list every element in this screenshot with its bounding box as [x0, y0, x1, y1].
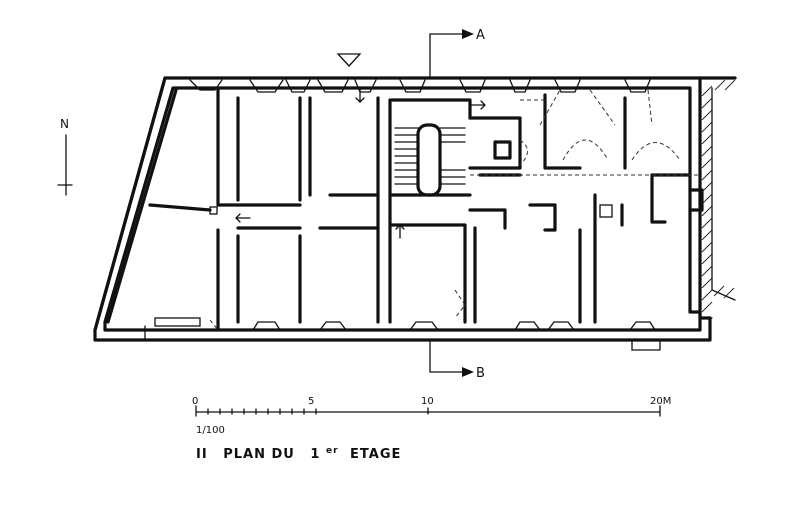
- title-numeral: II: [196, 447, 208, 462]
- party-wall-hatching: [698, 76, 737, 319]
- scale-tick-0: 0: [192, 396, 198, 407]
- window-bays: [154, 79, 661, 351]
- scale-ratio: 1/100: [196, 425, 225, 436]
- svg-text:II PLAN DU 1: II PLAN DU 1 er ETAGE: [196, 442, 401, 462]
- north-arrow: N: [57, 117, 73, 196]
- section-a-marker: A: [429, 28, 485, 79]
- scale-tick-5: 5: [308, 396, 314, 407]
- stair-treads: [394, 127, 466, 185]
- scale-tick-10: 10: [421, 396, 434, 407]
- section-b-label: B: [476, 366, 485, 381]
- scale-tick-20m: 20M: [650, 396, 671, 407]
- section-a-label: A: [476, 28, 485, 43]
- interior-arrows: [144, 87, 486, 341]
- section-b-marker: B: [429, 339, 485, 381]
- north-label: N: [60, 117, 69, 131]
- plan-title: II PLAN DU 1 er ETAGE: [196, 442, 401, 462]
- scale-bar: 0 5 10 20M 1/100: [192, 396, 671, 436]
- title-text: PLAN DU: [223, 447, 295, 462]
- interior-walls: [148, 86, 704, 332]
- title-ordinal-sup: er: [326, 446, 339, 456]
- title-ordinal-num: 1: [310, 447, 320, 462]
- entrance-triangle-marker: [336, 53, 362, 67]
- title-floor: ETAGE: [350, 447, 401, 462]
- dashed-lines: [209, 89, 700, 331]
